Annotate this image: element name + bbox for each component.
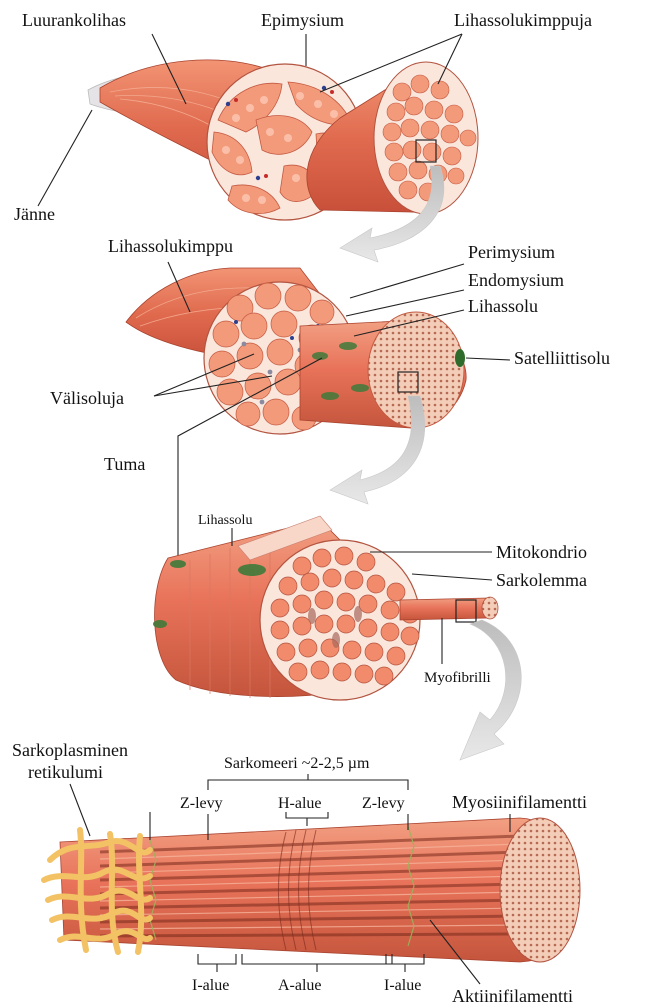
myofibril-rod	[400, 598, 488, 620]
skeletal-muscle-illustration	[88, 60, 478, 220]
label-myosiinifilamentti: Myosiinifilamentti	[452, 792, 587, 812]
label-a-alue: A-alue	[278, 977, 322, 994]
label-myofibrilli: Myofibrilli	[424, 670, 491, 686]
label-endomysium: Endomysium	[468, 270, 564, 290]
label-i-alue-right: I-alue	[384, 977, 421, 994]
label-sarkomeeri: Sarkomeeri ~2-2,5 µm	[224, 755, 370, 772]
label-i-alue-left: I-alue	[192, 977, 229, 994]
label-perimysium: Perimysium	[468, 242, 555, 262]
label-janne: Jänne	[14, 204, 55, 224]
label-z-levy-right: Z-levy	[362, 795, 405, 812]
label-aktiinifilamentti: Aktiinifilamentti	[452, 986, 573, 1005]
label-lihassolu-mid: Lihassolu	[198, 513, 252, 528]
label-sarkoplasminen-1: Sarkoplasminen	[12, 740, 128, 760]
label-valisoluja: Välisoluja	[50, 388, 124, 408]
label-sarkolemma: Sarkolemma	[496, 570, 587, 590]
label-tuma: Tuma	[104, 454, 145, 474]
myofibril-illustration	[44, 818, 580, 962]
zoom-arrow-3	[460, 620, 521, 760]
label-epimysium: Epimysium	[261, 10, 344, 30]
satellite-cell-shape	[455, 349, 465, 367]
label-lihassolukimppu: Lihassolukimppu	[108, 236, 233, 256]
label-z-levy-left: Z-levy	[180, 795, 223, 812]
label-sarkoplasminen-2: retikulumi	[28, 762, 103, 782]
label-lihassolu-top: Lihassolu	[468, 296, 538, 316]
label-mitokondrio: Mitokondrio	[496, 542, 587, 562]
label-lihassolukimppuja: Lihassolukimppuja	[454, 10, 592, 30]
label-luurankolihas: Luurankolihas	[22, 10, 126, 30]
myofibril-end-face	[500, 818, 580, 962]
label-h-alue: H-alue	[278, 795, 322, 812]
label-satelliittisolu: Satelliittisolu	[514, 348, 610, 368]
